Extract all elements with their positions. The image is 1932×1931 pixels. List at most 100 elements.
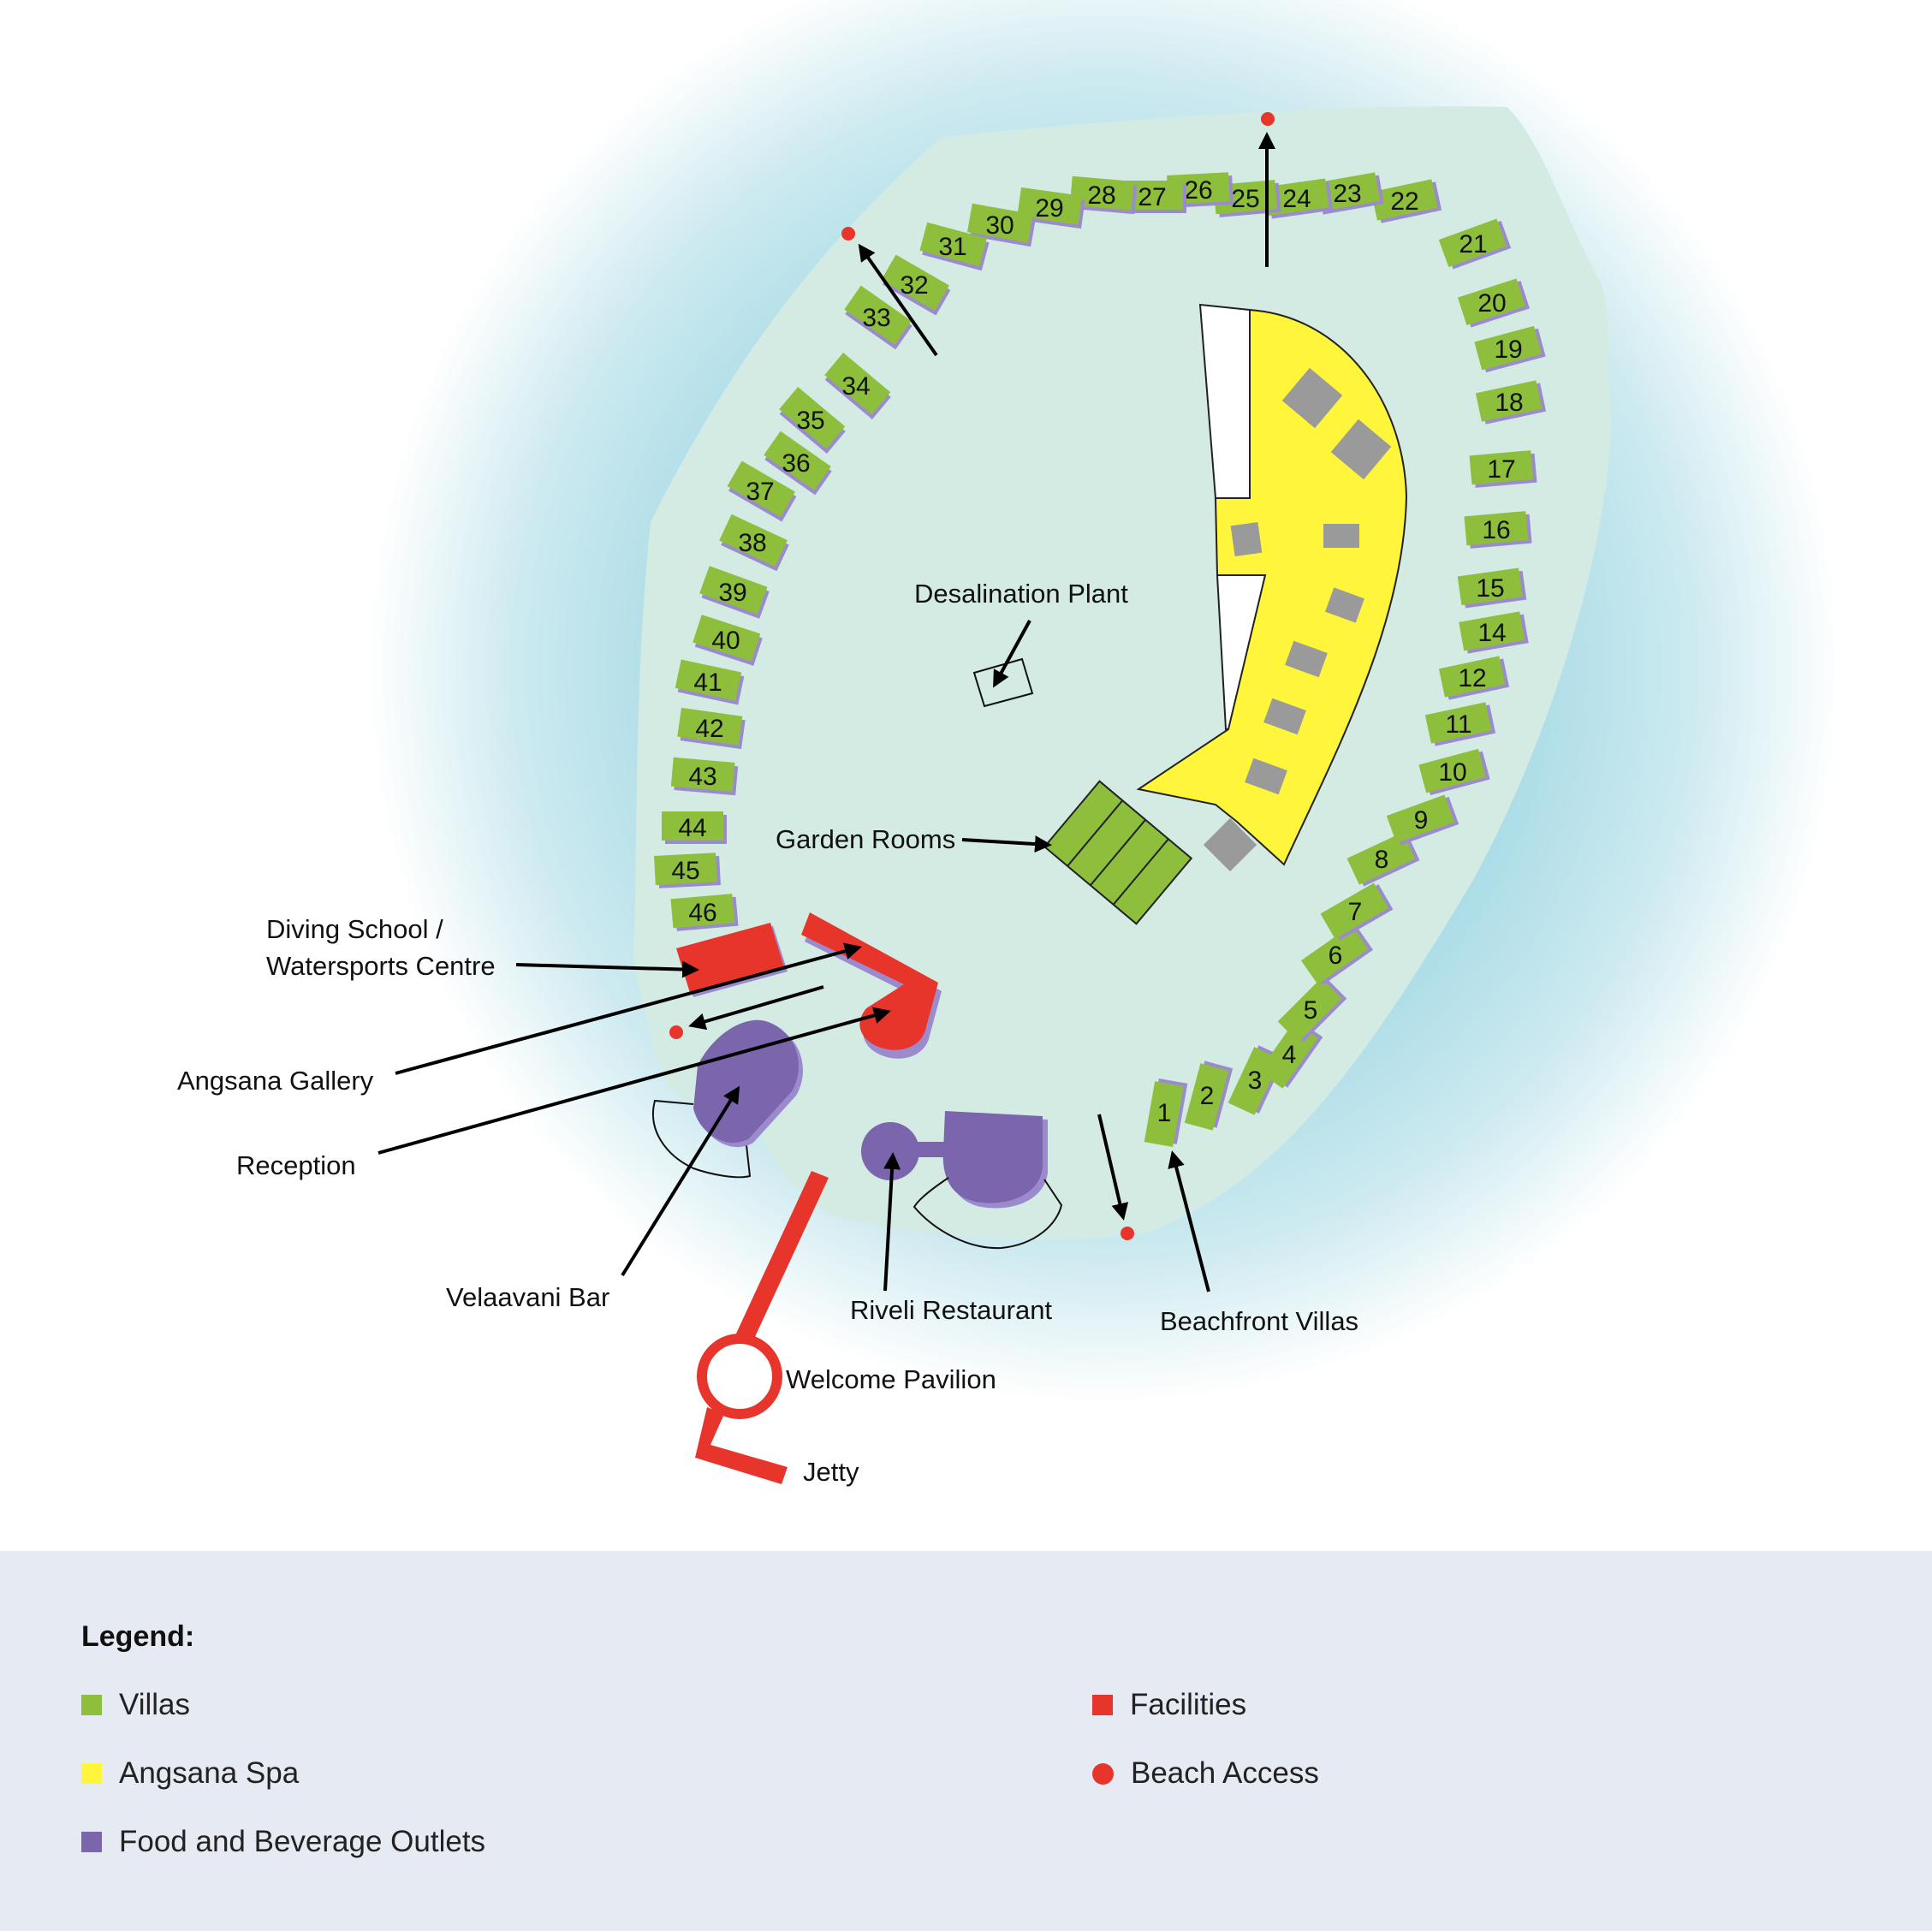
villa-roof [699,566,768,615]
villa-number: 31 [938,233,966,261]
villa-roof [1370,179,1438,221]
label-welcome-pavilion: Welcome Pavilion [786,1364,996,1394]
villa-39 [699,566,770,619]
villa-number: 14 [1477,619,1506,647]
villa-roof [1457,567,1523,606]
villa-6 [1300,924,1374,986]
villa-roof [1474,325,1542,371]
villa-number: 4 [1282,1041,1297,1069]
label-diving-school-line2: Watersports Centre [266,951,496,981]
villa-12 [1438,656,1510,700]
villa-roof [1320,882,1388,939]
villa-36 [764,431,832,496]
red-dot-icon [1092,1762,1114,1785]
villa-roof [677,707,743,746]
label-velaavani-bar: Velaavani Bar [446,1282,609,1312]
villa-roof [1464,511,1529,546]
villa-46 [670,894,739,931]
legend-item-villas: Villas [81,1686,190,1724]
legend-title: Legend: [81,1620,195,1653]
villa-roof [693,615,761,662]
villa-roof [719,514,788,567]
villa-number: 17 [1487,455,1515,484]
beach-access-northwest-arrow [858,243,938,357]
villa-21 [1438,218,1512,270]
purple-square-icon [81,1832,102,1852]
villa-number: 20 [1477,289,1506,318]
villa-number: 23 [1333,180,1361,208]
villa-34 [824,353,891,419]
villa-22 [1370,179,1442,223]
villa-number: 29 [1035,194,1063,223]
diving-school-building-top [676,923,784,993]
villa-number: 35 [796,407,824,435]
beach-access-north [1261,112,1275,126]
villa-32 [881,254,951,316]
villa-roof [1459,611,1525,651]
villa-roof [727,460,795,517]
label-angsana-gallery: Angsana Gallery [177,1066,374,1096]
beachfront-arrow [1168,1150,1210,1292]
villa-number: 25 [1231,185,1259,213]
label-reception: Reception [236,1150,356,1180]
villa-roof [1069,175,1134,211]
villa-33 [844,285,912,350]
villa-18 [1475,380,1547,425]
villa-number: 42 [695,715,723,743]
leader-arrows [377,132,1275,1292]
villa-roof [1424,702,1492,744]
jetty-walkway [736,1171,829,1340]
villa-number: 38 [738,529,766,557]
green-square-icon [81,1695,102,1715]
velaavani-bar-top [693,1019,799,1144]
villa-40 [693,615,763,666]
villa-20 [1457,278,1531,328]
villa-42 [677,707,746,750]
riveli-restaurant-link [916,1142,950,1157]
villa-roof [1277,977,1342,1043]
villa-number: 1 [1157,1099,1172,1127]
villa-number: 8 [1375,846,1389,874]
villa-number: 32 [900,271,928,300]
villa-roof [1346,832,1416,885]
beach-access-group [669,112,1275,1240]
legend-item-facilities: Facilities [1092,1686,1246,1724]
villa-number: 36 [782,449,810,478]
label-garden-rooms: Garden Rooms [776,824,955,854]
diving-school-arrow [515,960,699,978]
villa-roof [844,285,912,345]
villa-17 [1469,450,1537,488]
villa-number: 3 [1248,1067,1263,1095]
villa-19 [1474,325,1546,373]
villa-number: 43 [688,763,716,791]
villa-number: 30 [985,211,1014,240]
villa-41 [675,659,745,705]
bar-arrow [621,1085,740,1277]
villa-number: 46 [688,899,716,927]
villa-15 [1457,567,1527,609]
villa-2 [1184,1061,1234,1131]
beach-access-northwest [841,227,855,241]
garden-rooms-arrow [961,835,1052,853]
resort-map: 1234567891011121415161718192021222324252… [177,0,1840,1487]
legend-label-spa: Angsana Spa [119,1756,300,1790]
villa-number: 7 [1348,898,1363,926]
villas-group: 1234567891011121415161718192021222324252… [654,172,1547,1148]
villa-number: 11 [1445,710,1471,739]
villa-number: 44 [678,814,706,842]
villa-29 [1017,187,1085,229]
villa-number: 2 [1200,1082,1215,1110]
villa-roof [1438,218,1507,268]
villa-5 [1277,977,1347,1043]
villa-roof [919,222,987,267]
villa-number: 19 [1494,336,1522,364]
map-labels: Desalination Plant Garden Rooms Diving S… [177,579,1358,1487]
villa-35 [779,387,846,454]
villa-number: 28 [1087,181,1115,210]
villa-roof [881,254,949,311]
villa-roof [764,431,831,490]
facilities-group [676,912,942,1484]
villa-9 [1386,794,1459,846]
villa-8 [1346,832,1420,887]
riveli-restaurant-deck [912,1177,1063,1250]
